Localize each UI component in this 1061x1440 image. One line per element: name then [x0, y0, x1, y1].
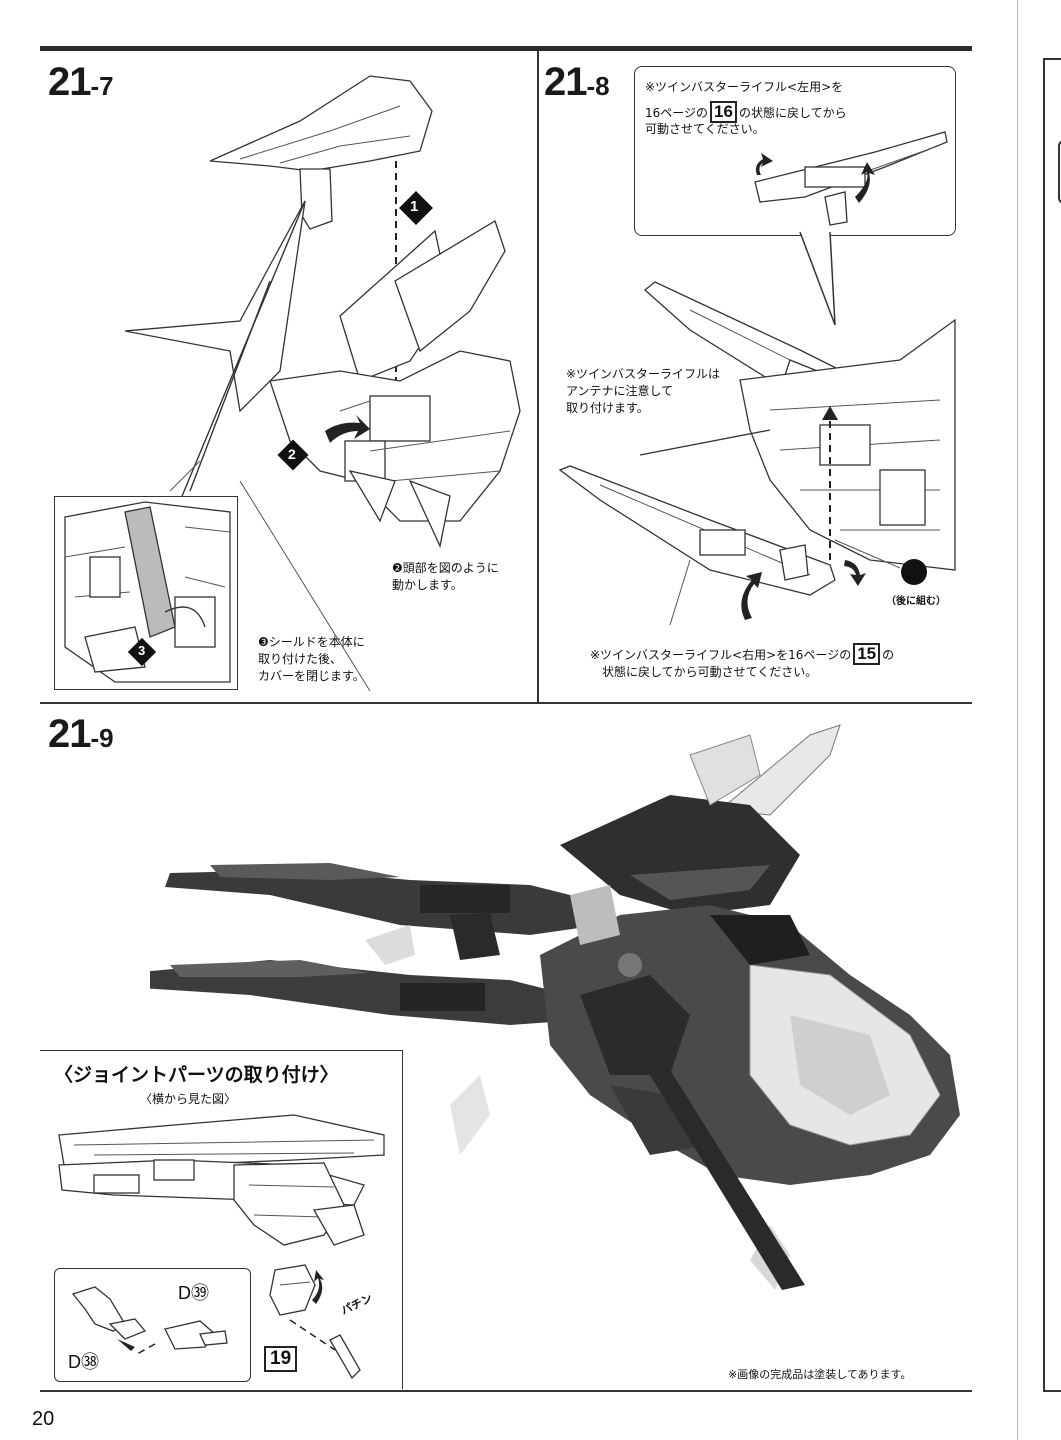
- section-divider: [40, 702, 972, 704]
- note-bottom-line-2: 状態に戻してから可動させてください。: [602, 665, 818, 679]
- parts-d38-d39-illustration: [71, 1286, 228, 1355]
- step-21-9-title: 21-9: [48, 712, 114, 757]
- side-view-illustration: [58, 1114, 385, 1246]
- later-assembly-icon: [901, 559, 927, 585]
- callout-move-head: ❷頭部を図のように 動かします。: [392, 561, 499, 592]
- marker-1-label: 1: [410, 198, 419, 215]
- step-sub: -7: [90, 71, 114, 101]
- step-21-7-illustration: [124, 75, 521, 692]
- note-top-text-b: の状態に戻してから: [738, 106, 847, 120]
- parts-detail-box: [54, 1268, 251, 1382]
- step-number: 21: [48, 712, 91, 756]
- note-bottom-text-b: の: [882, 648, 895, 662]
- top-rule: [40, 46, 972, 51]
- page-ref-15: 15: [853, 643, 881, 665]
- note-attach-rifle: ※ツインバスターライフルは アンテナに注意して 取り付けます。: [566, 367, 721, 415]
- step-sub: -8: [586, 71, 610, 101]
- note-top-line-1: ※ツインバスターライフル<左用>を: [645, 80, 844, 94]
- painted-note: ※画像の完成品は塗装してあります。: [728, 1368, 912, 1381]
- next-page-box: [1043, 58, 1061, 1392]
- note-top-line-3: 可動させてください。: [645, 122, 765, 136]
- step-number: 21: [48, 60, 91, 104]
- part-d38-label: D㊳: [68, 1352, 99, 1372]
- bottom-rule: [40, 1390, 972, 1392]
- page-number: 20: [32, 1408, 55, 1430]
- step-21-7-inset: [54, 496, 238, 690]
- note-bottom-text-a: ※ツインバスターライフル<右用>を16ページの: [590, 648, 852, 662]
- step-number: 21: [544, 60, 587, 104]
- step-sub: -9: [90, 723, 114, 753]
- callout-attach-shield: ❸シールドを本体に 取り付けた後、 カバーを閉じます。: [258, 635, 365, 683]
- page-ref-16: 16: [710, 101, 737, 123]
- callout-tail: [799, 231, 836, 326]
- marker-3-label: 3: [138, 643, 146, 658]
- part-d39-label: D㊴: [178, 1283, 209, 1303]
- marker-2-label: 2: [288, 446, 296, 462]
- step-21-8-illustration: [558, 281, 956, 626]
- inset-shield-illustration: [64, 501, 231, 683]
- rifle-left-detail: [754, 131, 948, 226]
- step-21-7-title: 21-7: [48, 60, 114, 105]
- note-top-text-a: 16ページの: [645, 106, 709, 120]
- joint-piece-illustration: [269, 1264, 361, 1380]
- completed-model-photo: [150, 724, 960, 1290]
- later-assembly-label: （後に組む）: [886, 596, 946, 607]
- step-21-8-title: 21-8: [544, 60, 610, 105]
- page-edge-rule: [1017, 0, 1018, 1440]
- box-19: 19: [264, 1346, 298, 1372]
- joint-parts-title: 〈ジョイントパーツの取り付け〉: [54, 1064, 339, 1086]
- side-view-label: 〈横から見た図〉: [140, 1092, 237, 1106]
- column-divider: [537, 51, 539, 703]
